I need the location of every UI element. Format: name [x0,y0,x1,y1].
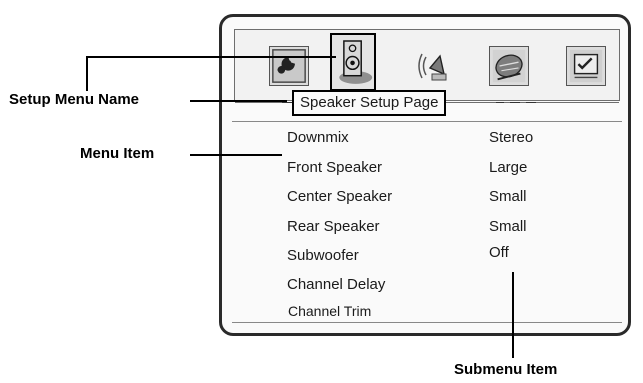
tab-audio-setup[interactable] [410,46,450,86]
setup-menu-name-label: Setup Menu Name [9,91,140,108]
menu-item-label: Menu Item [80,145,155,162]
page-title: Speaker Setup Page [292,90,447,116]
menu-item-subwoofer[interactable]: Subwoofer [287,247,359,264]
menu-item-channel-trim[interactable]: Channel Trim [288,303,372,319]
menu-item-channel-delay[interactable]: Channel Delay [287,276,386,293]
submenu-value-subwoofer[interactable]: Off [489,244,509,261]
title-dash-right-1 [496,102,504,103]
title-dash-left [282,102,296,103]
tab-video-setup[interactable] [489,46,529,86]
tab-general-setup[interactable] [269,46,309,86]
menu-item-center-speaker[interactable]: Center Speaker [287,188,393,205]
submenu-value-rear-speaker[interactable]: Small [489,218,527,235]
tab-preference-setup[interactable] [566,46,606,86]
submenu-value-downmix[interactable]: Stereo [489,129,534,146]
menu-divider-bottom [232,322,622,323]
submenu-item-label: Submenu Item [454,361,558,378]
preferences-checklist-icon [569,49,603,83]
menu-item-front-speaker[interactable]: Front Speaker [287,159,383,176]
menu-item-downmix[interactable]: Downmix [287,129,349,146]
title-dash-right-2 [510,102,520,103]
title-dash-right-3 [526,102,536,103]
audio-sound-icon [418,53,447,81]
speaker-icon [339,40,373,84]
osd-screen: Speaker Setup Page Downmix Stereo Front … [219,14,631,336]
submenu-value-front-speaker[interactable]: Large [489,159,528,176]
tab-speaker-setup[interactable] [330,33,376,91]
wrench-icon [272,49,306,83]
page-title-text: Speaker Setup Page [300,94,439,111]
menu-item-rear-speaker[interactable]: Rear Speaker [287,218,380,235]
menu-divider-top [232,121,622,122]
disc-icon [492,49,526,83]
submenu-value-center-speaker[interactable]: Small [489,188,527,205]
